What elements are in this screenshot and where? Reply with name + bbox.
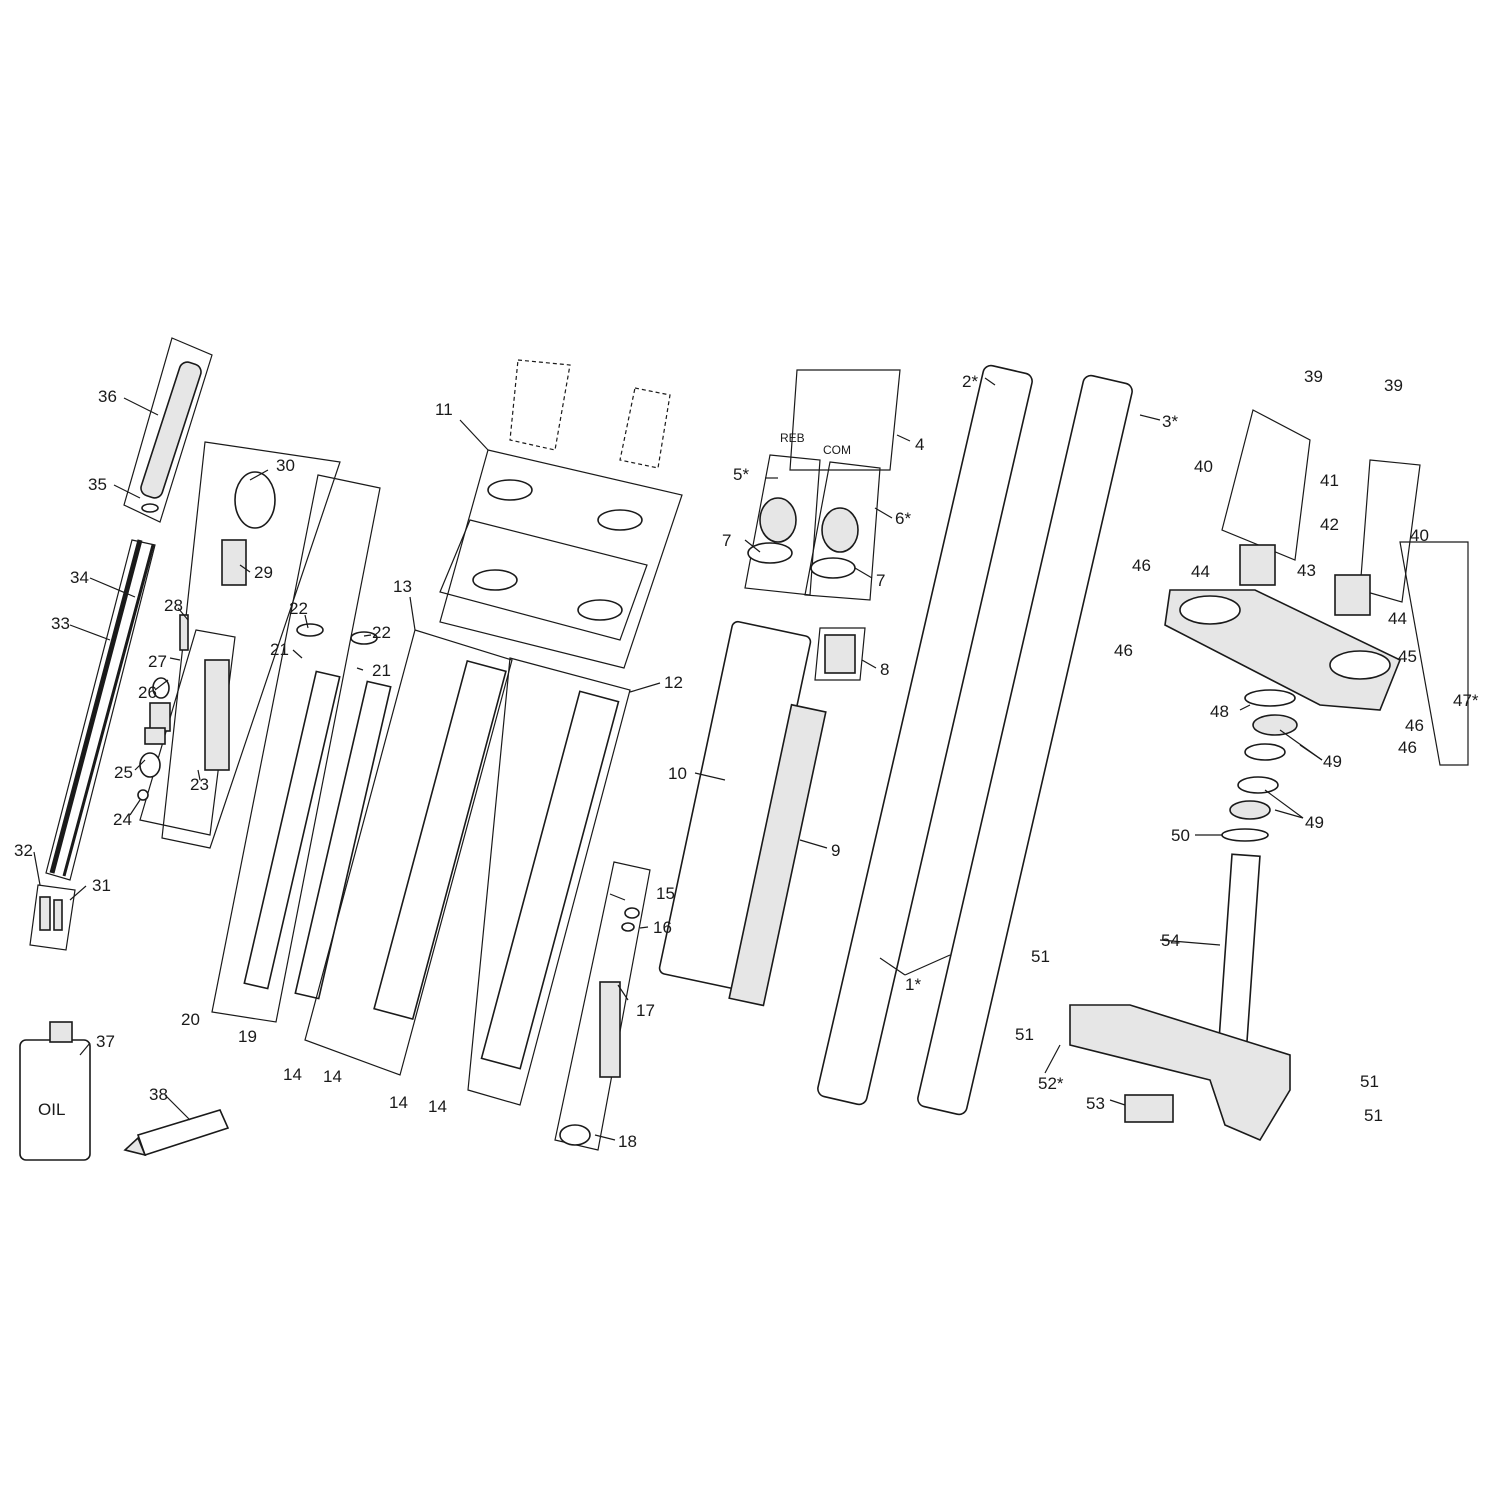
- callout-1: 1*: [905, 975, 921, 994]
- seal-kit-11: [439, 359, 683, 669]
- grease-tube-38: [123, 1109, 230, 1157]
- spring-9: [728, 703, 827, 1007]
- callout-44a: 44: [1191, 562, 1210, 581]
- callout-51d: 51: [1364, 1106, 1383, 1125]
- callout-20: 20: [181, 1010, 200, 1029]
- callout-27: 27: [148, 652, 167, 671]
- callout-46b: 46: [1114, 641, 1133, 660]
- callout-17: 17: [636, 1001, 655, 1020]
- callout-10: 10: [668, 764, 687, 783]
- callout-50: 50: [1171, 826, 1190, 845]
- oil-bottle-37: OIL: [19, 1021, 91, 1161]
- piston-kit-frame: [137, 441, 341, 849]
- callout-36: 36: [98, 387, 117, 406]
- callout-14c: 14: [389, 1093, 408, 1112]
- lower-clamp-52-stem-54: [1069, 853, 1291, 1142]
- callout-21a: 21: [270, 640, 289, 659]
- callout-14b: 14: [323, 1067, 342, 1086]
- callout-41: 41: [1320, 471, 1339, 490]
- callout-26: 26: [138, 683, 157, 702]
- callout-33: 33: [51, 614, 70, 633]
- callout-32: 32: [14, 841, 33, 860]
- part-31-32-kit-box: [29, 884, 76, 951]
- fork-legs-1-2-3: [817, 364, 1133, 1116]
- callout-46a: 46: [1132, 556, 1151, 575]
- callout-labels: 1* 2* 3* 4 5* 6* 7 7 8 9 10 11 12 13 14 …: [14, 367, 1479, 1151]
- callout-49b: 49: [1305, 813, 1324, 832]
- callout-47: 47*: [1453, 691, 1479, 710]
- callout-24: 24: [113, 810, 132, 829]
- adjuster-kit-4: REB COM: [780, 369, 901, 471]
- callout-49a: 49: [1323, 752, 1342, 771]
- callout-18: 18: [618, 1132, 637, 1151]
- callout-51b: 51: [1015, 1025, 1034, 1044]
- callout-11: 11: [435, 400, 453, 419]
- callout-6: 6*: [895, 509, 911, 528]
- callout-37: 37: [96, 1032, 115, 1051]
- callout-31: 31: [92, 876, 111, 895]
- callout-52: 52*: [1038, 1074, 1064, 1093]
- callout-22a: 22: [289, 599, 308, 618]
- bearings-48-50: [1221, 689, 1298, 842]
- com-label: COM: [823, 443, 851, 457]
- callout-25: 25: [114, 763, 133, 782]
- part-36-tool-frame: [123, 337, 213, 523]
- part-33-34-rods: [45, 539, 156, 881]
- callout-51a: 51: [1031, 947, 1050, 966]
- callout-5: 5*: [733, 465, 749, 484]
- callout-34: 34: [70, 568, 89, 587]
- callout-45: 45: [1398, 647, 1417, 666]
- callout-53: 53: [1086, 1094, 1105, 1113]
- oil-label: OIL: [38, 1100, 65, 1119]
- callout-42: 42: [1320, 515, 1339, 534]
- callout-40b: 40: [1410, 526, 1429, 545]
- top-clamp-47: [1164, 409, 1469, 766]
- callout-43: 43: [1297, 561, 1316, 580]
- callout-14a: 14: [283, 1065, 302, 1084]
- callout-7a: 7: [722, 531, 731, 550]
- callout-28: 28: [164, 596, 183, 615]
- inner-tubes-19-20: [211, 474, 392, 1023]
- callout-44b: 44: [1388, 609, 1407, 628]
- caps-5-6: [744, 454, 881, 601]
- callout-13: 13: [393, 577, 412, 596]
- callout-30: 30: [276, 456, 295, 475]
- spring-8: [814, 627, 866, 681]
- outer-tubes-12-13: [304, 629, 631, 1106]
- callout-15: 15: [656, 884, 675, 903]
- callout-46c: 46: [1405, 716, 1424, 735]
- callout-46d: 46: [1398, 738, 1417, 757]
- callout-40a: 40: [1194, 457, 1213, 476]
- callout-22b: 22: [372, 623, 391, 642]
- callout-19: 19: [238, 1027, 257, 1046]
- callout-39a: 39: [1304, 367, 1323, 386]
- reb-label: REB: [780, 431, 805, 445]
- callout-7b: 7: [876, 571, 885, 590]
- callout-2: 2*: [962, 372, 978, 391]
- callout-12: 12: [664, 673, 683, 692]
- valve-stack-15-18: [554, 861, 651, 1151]
- callout-23: 23: [190, 775, 209, 794]
- callout-14d: 14: [428, 1097, 447, 1116]
- callout-4: 4: [915, 435, 924, 454]
- callout-21b: 21: [372, 661, 391, 680]
- callout-9: 9: [831, 841, 840, 860]
- callout-8: 8: [880, 660, 889, 679]
- leader-lines: [33, 377, 1323, 1141]
- callout-29: 29: [254, 563, 273, 582]
- callout-35: 35: [88, 475, 107, 494]
- callout-16: 16: [653, 918, 672, 937]
- callout-51c: 51: [1360, 1072, 1379, 1091]
- callout-39b: 39: [1384, 376, 1403, 395]
- callout-3: 3*: [1162, 412, 1178, 431]
- callout-54: 54: [1161, 931, 1180, 950]
- callout-38: 38: [149, 1085, 168, 1104]
- callout-48: 48: [1210, 702, 1229, 721]
